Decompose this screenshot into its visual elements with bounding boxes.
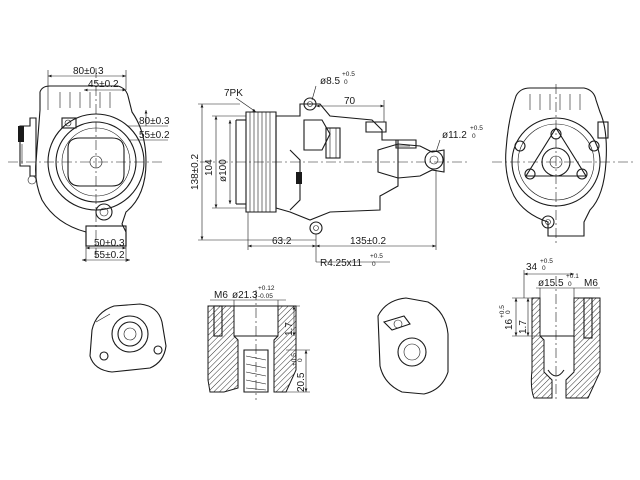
detail-b-height-tol-zero: 0: [505, 310, 512, 314]
detail-b-top: 34: [526, 262, 538, 273]
left-view: 80±0.3 45±0.2 80±0.3 55±0.2 50±0.3 55±0.…: [8, 66, 170, 262]
dim-pipe-diameter: ø11.2: [442, 130, 467, 141]
dim-diameter-100: ø100: [218, 159, 229, 182]
right-view: [492, 84, 636, 246]
detail-b-top-tol-plus: +0.5: [540, 258, 553, 265]
dim-length-135: 135±0.2: [350, 236, 387, 247]
detail-b-height-tol-plus: +0.5: [499, 305, 506, 318]
center-view: 7PK ø8.5 +0.5 0 70 ø11.2 +0.5 0 138±0.2 …: [190, 71, 483, 269]
detail-a-bore: ø21.3: [232, 290, 258, 301]
dim-height-55: 55±0.2: [139, 130, 170, 141]
dim-belt-7pk: 7PK: [224, 88, 243, 99]
dim-port-diameter: ø8.5: [320, 76, 340, 87]
dim-length-70: 70: [344, 96, 356, 107]
dim-height-80: 80±0.3: [139, 116, 170, 127]
detail-b-section: 34 +0.5 0 ø15.5 +0.1 0 M6 16 +0.5 0 1.7: [499, 258, 601, 400]
detail-a-height: 20.5: [296, 372, 307, 392]
dim-height-104: 104: [204, 159, 215, 176]
detail-b-top-tol-zero: 0: [542, 265, 546, 272]
iso-view-left: [89, 303, 167, 373]
dim-slot-tol-plus: +0.5: [370, 253, 383, 260]
detail-b-bore-tol-zero: 0: [568, 281, 572, 288]
detail-a-height-tol-zero: 0: [297, 358, 304, 362]
detail-a-bore-tol-plus: +0.12: [258, 285, 275, 292]
detail-b-height: 16: [504, 318, 515, 330]
detail-a-thread: M6: [214, 290, 228, 301]
dim-slot: R4.25x11: [320, 258, 363, 269]
dim-slot-tol-zero: 0: [372, 261, 376, 268]
detail-b-bore-tol-plus: +0.1: [566, 273, 579, 280]
dim-pipe-tol-zero: 0: [472, 133, 476, 140]
detail-b-thread: M6: [584, 278, 598, 289]
detail-b-bore: ø15.5: [538, 278, 564, 289]
dim-port-tol-plus: +0.5: [342, 71, 355, 78]
dim-base-55: 55±0.2: [94, 250, 125, 261]
iso-view-right: [377, 297, 449, 395]
detail-a-depth: 1.7: [284, 322, 295, 336]
detail-a-height-tol-plus: +0.5: [291, 353, 298, 366]
dim-port-tol-zero: 0: [344, 79, 348, 86]
dim-width-80: 80±0.3: [73, 66, 104, 77]
detail-a-section: M6 ø21.3 +0.12 -0.05 1.7 20.5 +0.5 0: [207, 285, 310, 400]
dim-width-45: 45±0.2: [88, 79, 119, 90]
dim-pipe-tol-plus: +0.5: [470, 125, 483, 132]
dim-height-138: 138±0.2: [190, 153, 201, 190]
detail-b-depth: 1.7: [518, 320, 529, 334]
detail-a-bore-tol-minus: -0.05: [258, 293, 273, 300]
dim-length-63: 63.2: [272, 236, 292, 247]
dim-base-50: 50±0.3: [94, 238, 125, 249]
